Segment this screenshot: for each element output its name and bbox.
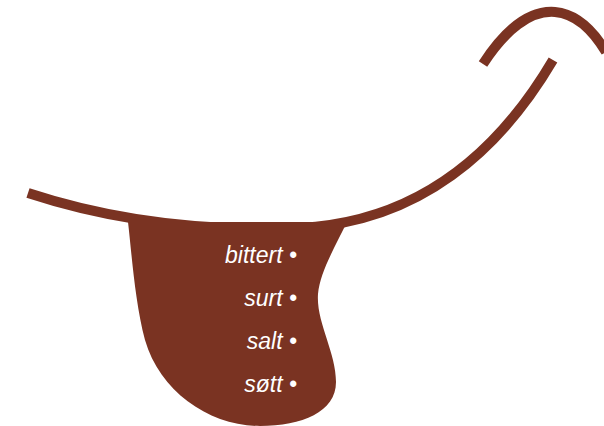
lip-curve [28,60,553,229]
tongue-shape: bittert •surt •salt •søtt • [130,222,345,426]
cheek-curve [483,12,604,64]
taste-label: salt • [130,320,297,363]
tongue-fill [128,222,347,426]
taste-label: søtt • [130,363,297,406]
taste-label: bittert • [130,234,297,277]
taste-label: surt • [130,277,297,320]
